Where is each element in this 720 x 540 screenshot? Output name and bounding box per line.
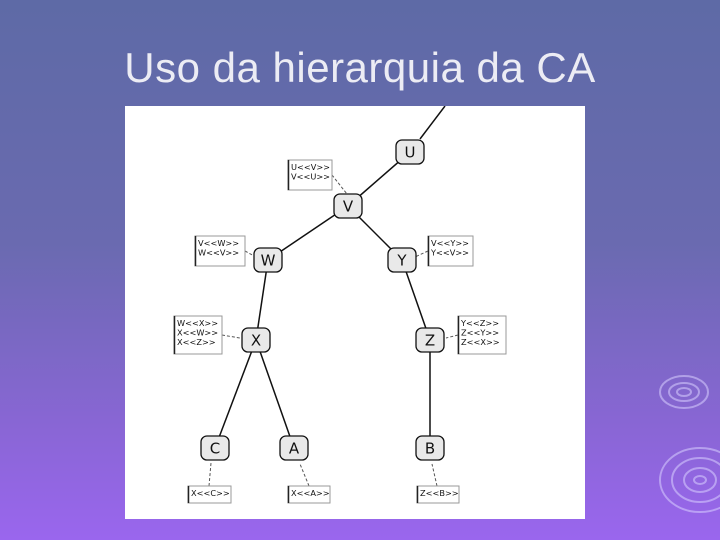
node-x xyxy=(241,327,271,353)
certs-z-box xyxy=(457,315,507,355)
certs-u-connector xyxy=(331,174,348,195)
certs-y-line: V<<Y>> xyxy=(431,238,469,248)
certs-x-line: W<<X>> xyxy=(177,318,218,328)
node-label-x: X xyxy=(251,332,261,350)
node-label-y: Y xyxy=(396,252,407,270)
node-z xyxy=(415,327,445,353)
diagram-panel: U<<V>>V<<U>> V<<W>>W<<V>> V<<Y>>Y<<V>> W<<X… xyxy=(125,105,585,519)
edge-x-a xyxy=(255,339,295,449)
node-label-v: V xyxy=(343,198,354,216)
certs-y-line: Y<<V>> xyxy=(430,248,469,258)
certs-c-connector xyxy=(208,462,212,487)
node-u xyxy=(395,139,425,165)
certs-x-line: X<<Z>> xyxy=(177,337,216,347)
certs-a-line: X<<A>> xyxy=(291,488,330,498)
certs-u-line: U<<V>> xyxy=(291,162,330,172)
certs-w-line: W<<V>> xyxy=(198,248,239,258)
edge-parent-u xyxy=(419,105,446,140)
certs-b-connector xyxy=(431,463,438,487)
certs-w-box xyxy=(194,235,246,267)
node-label-u: U xyxy=(405,144,416,162)
certs-w-line: V<<W>> xyxy=(198,238,239,248)
slide-title: Uso da hierarquia da CA xyxy=(124,44,596,91)
node-label-b: B xyxy=(425,440,435,458)
certs-y-connector xyxy=(414,250,429,258)
ca-hierarchy-diagram: U<<V>>V<<U>> V<<W>>W<<V>> V<<Y>>Y<<V>> W<<X… xyxy=(173,105,507,504)
certs-c-line: X<<C>> xyxy=(191,488,230,498)
edge-w-x xyxy=(255,259,269,341)
certs-z-line: Z<<X>> xyxy=(461,337,500,347)
certs-b-line: Z<<B>> xyxy=(420,488,459,498)
node-v xyxy=(333,193,363,219)
certs-z-line: Z<<Y>> xyxy=(461,328,499,338)
node-w xyxy=(253,247,283,273)
certs-y-box xyxy=(427,235,474,267)
certs-x-connector xyxy=(221,334,241,339)
certs-z-connector xyxy=(445,334,459,339)
node-a xyxy=(279,435,309,461)
node-label-c: C xyxy=(210,440,220,458)
node-c xyxy=(200,435,230,461)
node-label-w: W xyxy=(261,252,276,270)
certs-a-connector xyxy=(299,463,310,487)
node-y xyxy=(387,247,417,273)
edge-y-z xyxy=(401,259,431,341)
certs-u-line: V<<U>> xyxy=(291,172,330,182)
edge-x-c xyxy=(214,339,257,449)
node-label-z: Z xyxy=(425,332,435,350)
certs-x-line: X<<W>> xyxy=(177,328,218,338)
node-b xyxy=(415,435,445,461)
certs-z-line: Y<<Z>> xyxy=(460,318,499,328)
decorative-swirl-icon xyxy=(659,375,720,513)
node-label-a: A xyxy=(289,440,300,458)
